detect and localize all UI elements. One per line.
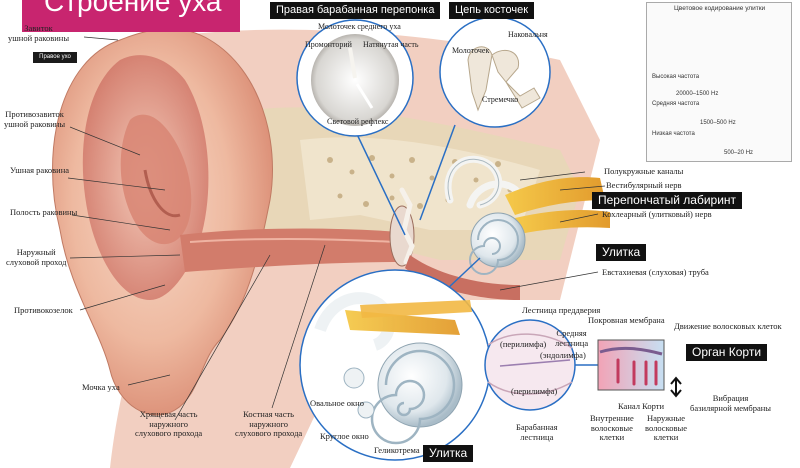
stapes-label: Стремечко <box>482 95 519 104</box>
concha-cavity-label: Полость раковины <box>10 207 78 217</box>
legend-mid-range: 1500–500 Hz <box>700 120 736 126</box>
oval-window-label: Овальное окно <box>310 398 364 408</box>
scala-vestibuli-label: Лестница преддверия <box>522 305 601 315</box>
legend-high-range: 20000–1500 Hz <box>676 91 719 97</box>
scala-media-label: Средняя лестница <box>555 328 589 348</box>
legend-title: Цветовое кодирование улитки <box>674 5 766 12</box>
cochlea-inset-title: Улитка <box>423 445 474 462</box>
antihelix-label: Противозавиток ушной раковины <box>4 109 66 129</box>
perilymph-bottom-label: (перилимфа) <box>511 386 558 396</box>
semicircular-canals-label: Полукружные каналы <box>604 166 684 176</box>
eustachian-tube-label: Евстахиевая (слуховая) труба <box>602 267 709 277</box>
cartilage-canal-label: Хрящевая часть наружного слухового прохо… <box>135 409 203 438</box>
legend-high-label: Высокая частота <box>652 74 700 80</box>
pars-tensa-label: Натянутая часть <box>363 40 419 49</box>
membranous-labyrinth-title: Перепончатый лабиринт <box>592 192 743 209</box>
vestibular-nerve-label: Вестибулярный нерв <box>606 180 682 190</box>
concha-label: Ушная раковина <box>10 165 70 175</box>
page-title: Строение уха <box>44 0 222 17</box>
basilar-vibration-label: Вибрация базилярной мембраны <box>690 393 772 413</box>
ext-canal-label: Наружный слуховой проход <box>6 247 67 267</box>
view-tag: Правое ухо <box>33 52 77 63</box>
inner-hair-cells-label: Внутренние волосковые клетки <box>590 413 634 442</box>
helicotrema-label: Геликотрема <box>374 445 420 455</box>
round-window-label: Круглое окно <box>320 431 369 441</box>
cochlea-title: Улитка <box>596 244 647 261</box>
endolymph-label: (эндолимфа) <box>540 350 586 360</box>
antitragus-label: Противокозелок <box>14 305 73 315</box>
legend-low-label: Низкая частота <box>652 131 695 137</box>
incus-label: Наковальня <box>508 30 548 39</box>
promontory-label: Промонторий <box>305 40 352 49</box>
legend-low-range: 500–20 Hz <box>724 150 754 156</box>
legend-mid-label: Средняя частота <box>652 101 700 107</box>
malleus-label: Молоточек <box>452 46 490 55</box>
ossicles-inset-title: Цепь косточек <box>449 2 535 19</box>
scala-tympani-label: Барабанная лестница <box>516 422 558 442</box>
helix-label: Завиток ушной раковины <box>8 23 70 43</box>
perilymph-top-label: (перилимфа) <box>500 339 547 349</box>
hair-movement-label: Движение волосковых клеток <box>674 321 782 331</box>
corti-canal-label: Канал Корти <box>618 401 664 411</box>
tectorial-membrane-label: Покровная мембрана <box>588 315 665 325</box>
organ-of-corti-title: Орган Корти <box>686 344 768 361</box>
outer-hair-cells-label: Наружные волосковые клетки <box>645 413 688 442</box>
cochlear-nerve-label: Кохлеарный (улитковый) нерв <box>602 209 712 219</box>
light-reflex-label: Световой рефлекс <box>327 117 389 126</box>
title-banner: Строение уха <box>22 0 240 32</box>
bony-canal-label: Костная часть наружного слухового проход… <box>235 409 303 438</box>
malleus-handle-label: Молоточек среднего уха <box>318 22 401 31</box>
lobule-label: Мочка уха <box>82 382 120 392</box>
cochlea-color-legend <box>646 2 792 162</box>
eardrum-inset-title: Правая барабанная перепонка <box>270 2 441 19</box>
